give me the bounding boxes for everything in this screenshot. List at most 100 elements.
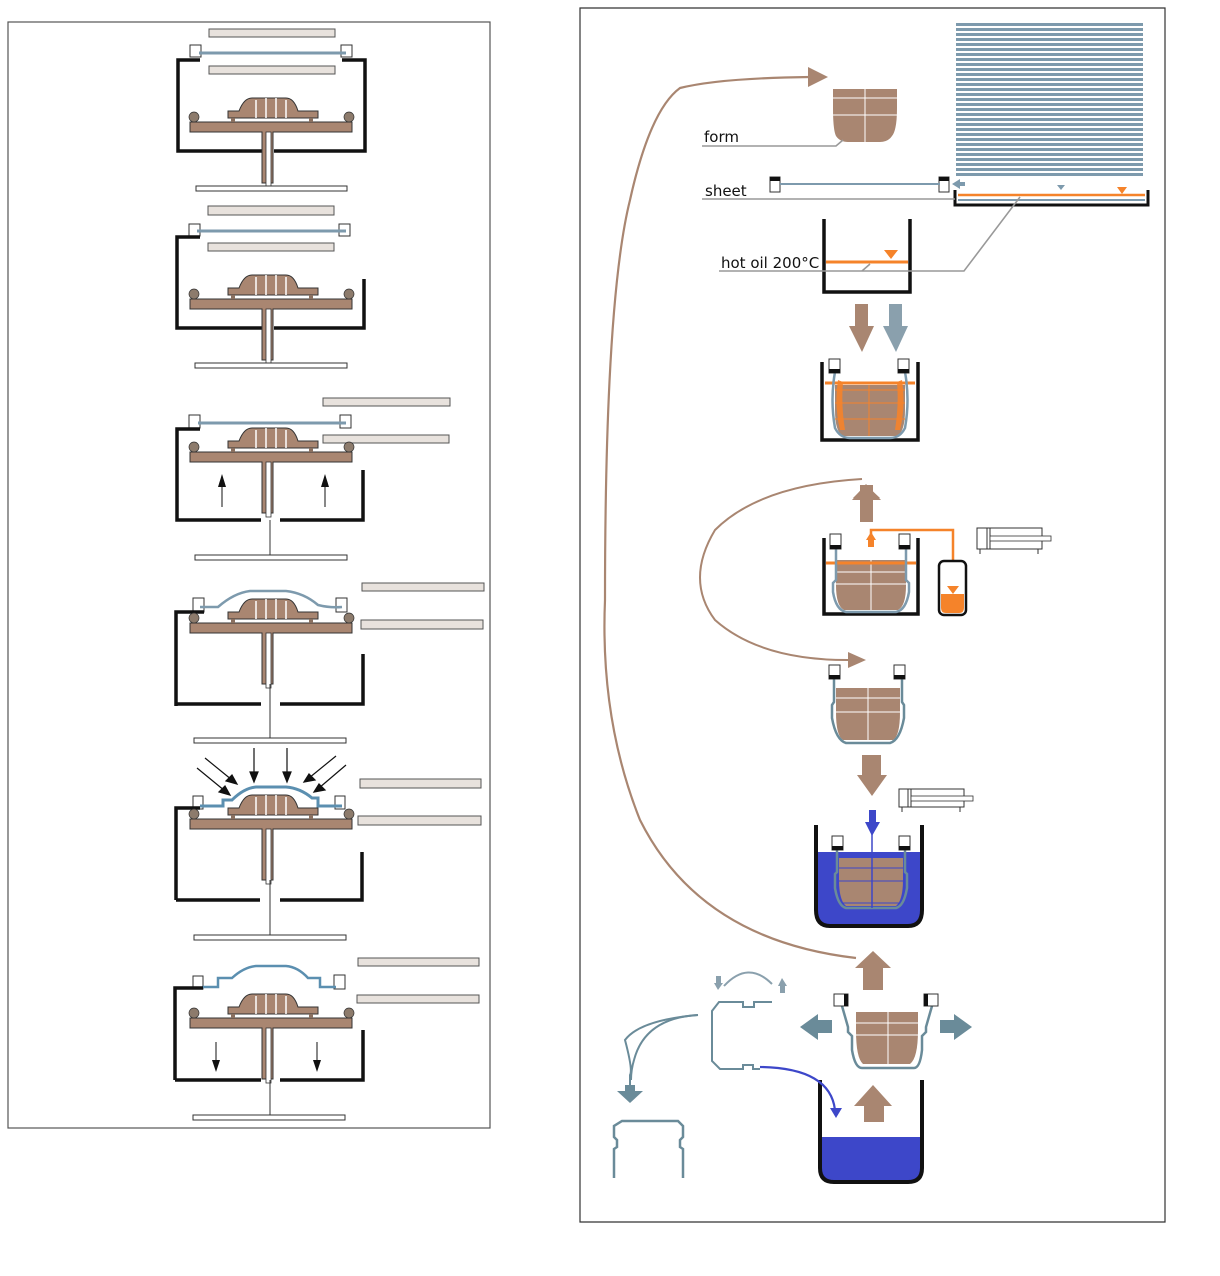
stacked-sheet	[956, 108, 1143, 111]
stacked-sheet	[956, 153, 1143, 156]
lower-heater	[208, 65, 336, 75]
pressure-arrows-icon	[196, 748, 347, 796]
hot-oil-bath	[822, 219, 912, 294]
stacked-sheet	[956, 148, 1143, 151]
step-1-heating	[176, 28, 367, 192]
stacked-sheet	[956, 43, 1143, 46]
inner-return-path	[699, 478, 863, 661]
final-part-profile	[612, 1119, 685, 1178]
hot-oil-leader-line	[719, 196, 1021, 272]
stacked-sheet	[956, 163, 1143, 166]
oil-drain-stage	[822, 528, 968, 617]
stacked-sheet	[956, 73, 1143, 76]
eject-right-arrow-icon	[940, 1014, 972, 1040]
part-profile	[623, 971, 842, 1118]
form-leader-line	[702, 139, 844, 147]
stacked-sheet	[956, 33, 1143, 36]
formed-part-stage	[828, 664, 906, 745]
water-tank	[818, 1080, 924, 1184]
stacked-sheet	[956, 143, 1143, 146]
up-arrow-icon	[218, 474, 226, 507]
left-panel-border	[7, 21, 491, 1129]
sheet-stack	[956, 23, 1143, 176]
down-arrow-icon	[849, 304, 874, 352]
stacked-sheet	[956, 173, 1143, 176]
down-arrow-icon	[830, 1108, 842, 1118]
stacked-sheet	[956, 48, 1143, 51]
stacked-sheet	[956, 128, 1143, 131]
left-panel	[7, 21, 491, 1129]
sheet-feed-icon	[1057, 185, 1065, 190]
sheet-clamp-left	[189, 44, 202, 58]
vacuum-chamber	[176, 58, 367, 153]
up-arrow-icon	[778, 978, 787, 993]
form-label: form	[704, 128, 739, 146]
hot-oil-label: hot oil 200°C	[721, 254, 819, 272]
arrow-right-icon	[808, 67, 828, 87]
sheet-tray	[953, 190, 1150, 207]
water-inlet-arrow-icon	[869, 810, 876, 824]
down-arrow-icon	[313, 1042, 321, 1072]
oil-level-icon	[884, 250, 898, 259]
stacked-sheet	[956, 133, 1143, 136]
flip-arc	[723, 971, 773, 987]
down-arrow-icon	[212, 1042, 220, 1072]
step-3-table-rises	[175, 397, 451, 561]
down-arrow-icon	[883, 304, 908, 352]
up-arrow-icon	[855, 951, 891, 990]
oil-level-icon	[1117, 187, 1127, 194]
water-quench-bath	[814, 810, 924, 928]
up-arrow-icon	[854, 1085, 892, 1122]
forming-in-oil	[820, 358, 920, 442]
stacked-sheet	[956, 93, 1143, 96]
stacked-sheet	[956, 28, 1143, 31]
stacked-sheet	[956, 158, 1143, 161]
right-panel-border	[579, 7, 1166, 1223]
step-4-mold-contact	[174, 582, 485, 744]
upper-heater	[208, 28, 336, 38]
arrow-right-icon	[848, 652, 866, 668]
up-arrow-icon	[321, 474, 329, 507]
stacked-sheet	[956, 53, 1143, 56]
eject-stage	[800, 993, 972, 1070]
down-arrow-icon	[714, 976, 723, 990]
stacked-sheet	[956, 58, 1143, 61]
stacked-sheet	[956, 88, 1143, 91]
pneumatic-cylinder-icon	[976, 527, 1052, 554]
eject-left-arrow-icon	[800, 1014, 832, 1040]
stacked-sheet	[956, 123, 1143, 126]
stacked-sheet	[956, 23, 1143, 26]
step-5-vacuum-forming	[174, 748, 482, 941]
stacked-sheet	[956, 78, 1143, 81]
sheet-feed-arrow-icon	[952, 179, 965, 189]
stacked-sheet	[956, 138, 1143, 141]
released-part	[202, 964, 336, 989]
step-2-heating-open	[175, 205, 366, 369]
right-panel: form sheet hot oil 200°C	[579, 7, 1166, 1223]
up-arrow-icon	[866, 532, 876, 540]
down-arrow-icon	[617, 1085, 643, 1103]
up-arrow-icon	[852, 484, 881, 522]
stacked-sheet	[956, 118, 1143, 121]
form-return-path	[603, 75, 857, 960]
stacked-sheet	[956, 98, 1143, 101]
pneumatic-cylinder-icon	[898, 788, 974, 812]
form-block	[833, 89, 897, 142]
sheet-label: sheet	[705, 182, 747, 200]
down-arrow-icon	[857, 755, 887, 796]
stacked-sheet	[956, 113, 1143, 116]
waste-path	[759, 1065, 837, 1111]
stacked-sheet	[956, 63, 1143, 66]
output-path	[623, 1014, 699, 1085]
stacked-sheet	[956, 168, 1143, 171]
base-plate	[195, 185, 348, 192]
formed-sheet	[200, 785, 342, 808]
stacked-sheet	[956, 103, 1143, 106]
stacked-sheet	[956, 38, 1143, 41]
step-6-release	[173, 957, 480, 1121]
draped-sheet	[200, 589, 343, 609]
sheet-clamp-right	[340, 44, 353, 58]
stacked-sheet	[956, 83, 1143, 86]
stacked-sheet	[956, 68, 1143, 71]
